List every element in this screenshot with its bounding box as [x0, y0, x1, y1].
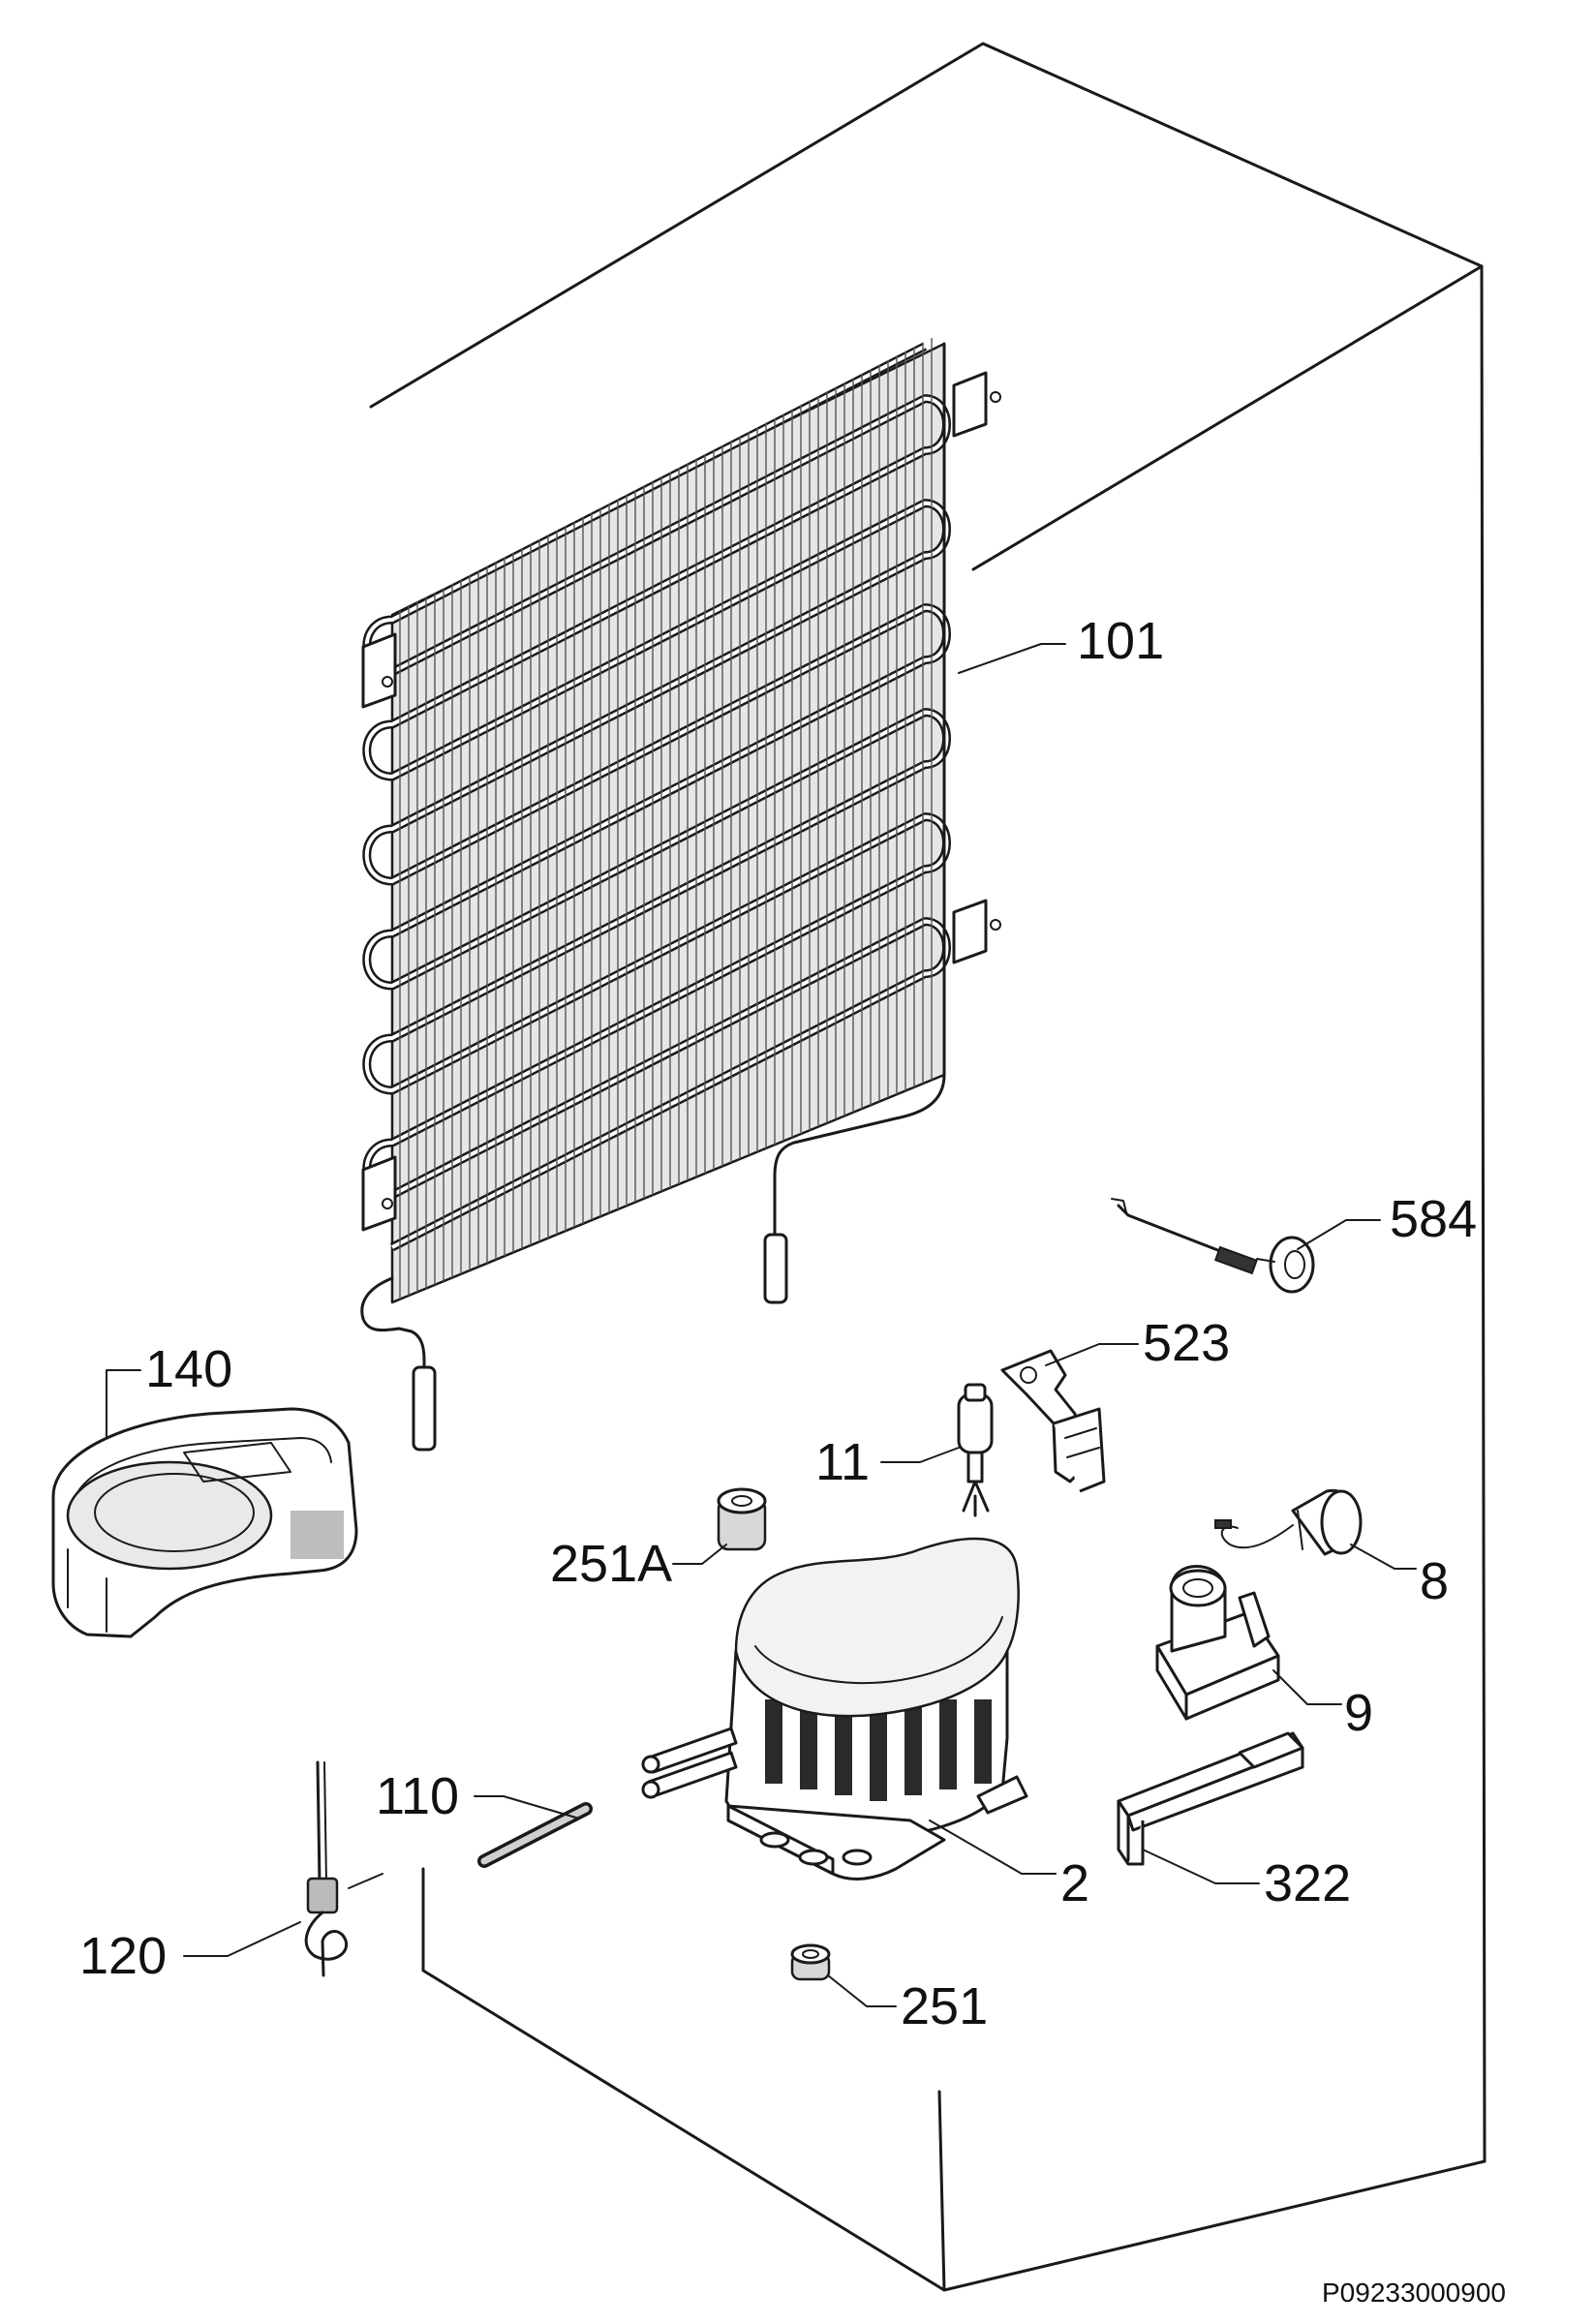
callout-523: 523 — [1143, 1314, 1231, 1372]
leader-9 — [1272, 1669, 1342, 1705]
callout-140: 140 — [145, 1340, 233, 1398]
leader-2 — [929, 1819, 1057, 1875]
service-valve — [304, 1760, 383, 1977]
leader-120 — [183, 1921, 301, 1957]
rubber-grommet — [790, 1943, 831, 1981]
callout-9: 9 — [1344, 1684, 1374, 1742]
compressor-stripe — [904, 1699, 922, 1795]
compressor — [641, 1537, 1028, 1881]
mounting-bracket — [361, 371, 1001, 1232]
leader-8 — [1350, 1544, 1417, 1570]
rubber-grommet-a — [717, 1487, 767, 1551]
leader-110 — [474, 1795, 580, 1819]
leader-523 — [1045, 1343, 1139, 1366]
compressor-stripe — [765, 1699, 782, 1784]
callout-101: 101 — [1077, 612, 1165, 670]
callout-584: 584 — [1390, 1190, 1478, 1248]
leader-251A — [672, 1544, 727, 1565]
compressor-stripe — [800, 1699, 817, 1789]
callout-251: 251 — [901, 1977, 989, 2035]
start-relay — [1155, 1565, 1280, 1721]
callout-11: 11 — [815, 1433, 871, 1491]
filter-drier — [957, 1383, 994, 1517]
compressor-stripe — [939, 1699, 957, 1789]
drip-tray — [51, 1407, 358, 1638]
callout-110: 110 — [376, 1767, 460, 1825]
drawing-code: P09233000900 — [1322, 2278, 1506, 2308]
condenser — [360, 337, 1001, 1452]
relay-clip — [1000, 1349, 1106, 1493]
leader-lines — [106, 643, 1417, 2007]
compressor-stripe — [974, 1699, 992, 1784]
cabinet-outline — [369, 42, 1487, 2292]
leader-11 — [880, 1447, 960, 1463]
leader-322 — [1142, 1849, 1260, 1884]
mounting-rail — [1117, 1731, 1304, 1866]
leader-584 — [1297, 1219, 1381, 1250]
leader-251 — [827, 1974, 897, 2007]
compressor-stripe — [835, 1699, 852, 1795]
callout-322: 322 — [1264, 1854, 1352, 1912]
callout-120: 120 — [79, 1927, 168, 1985]
overload-protector — [1214, 1488, 1363, 1556]
callout-251A: 251A — [550, 1535, 673, 1593]
capillary-tube — [477, 1802, 593, 1868]
callout-8: 8 — [1420, 1552, 1450, 1610]
leader-140 — [106, 1369, 141, 1439]
callout-2: 2 — [1060, 1854, 1090, 1912]
compressor-stripe — [870, 1699, 887, 1801]
leader-101 — [958, 643, 1066, 674]
thermostat-tube — [1111, 1198, 1315, 1294]
